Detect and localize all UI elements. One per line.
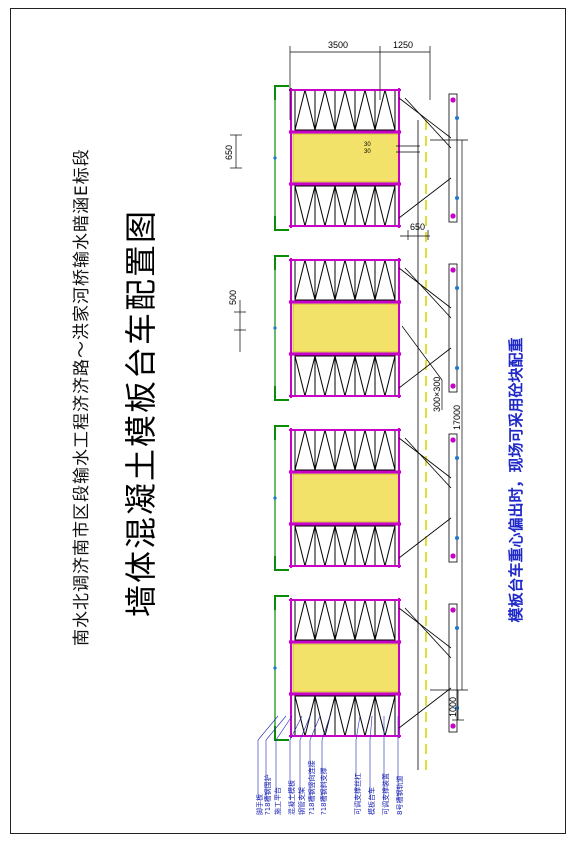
dim-650-right: 650 [410, 222, 425, 232]
legend-adjustable-screw: 可调支撑丝杠 [353, 773, 362, 815]
legend-channel-rail: 8号槽钢轨道 [395, 776, 404, 815]
legend-work-platform: 施工平台 [273, 787, 282, 815]
drawing-frame [10, 8, 566, 834]
dim-1250: 1250 [393, 40, 413, 50]
right-dimensions [396, 139, 468, 721]
legend-adjustable-support: 可调支撑装置 [381, 773, 390, 815]
formwork-trolley-1 [271, 84, 461, 232]
dim-650-left: 650 [224, 145, 234, 160]
formwork-trolley-3 [271, 424, 461, 572]
left-dimensions [230, 134, 246, 352]
legend-leaders [257, 715, 399, 800]
top-dimensions [289, 46, 431, 120]
legend-steel-pipe-support: 钢管支架 [297, 787, 306, 815]
dim-3500: 3500 [328, 40, 348, 50]
legend-scaffold-board: 脚手板 [255, 794, 264, 815]
dim-500: 500 [228, 290, 238, 305]
dim-1000: 1000 [448, 697, 458, 717]
dim-17000: 17000 [452, 405, 462, 430]
legend-vertical-channel: ?18槽钢竖向连接 [307, 760, 316, 815]
formwork-trolley-4 [271, 594, 461, 742]
dim-small-a: 30 [364, 142, 371, 148]
dim-small-b: 30 [364, 149, 371, 155]
legend-formwork-trolley: 模板台车 [367, 787, 376, 815]
legend-diagonal-channel: ?18槽钢斜支撑 [319, 767, 328, 815]
dim-300x300: 300×300 [432, 377, 442, 412]
legend-channel-guard: ?18槽钢围护 [263, 774, 272, 815]
legend-concrete-formwork: 混凝土模板 [287, 780, 296, 815]
